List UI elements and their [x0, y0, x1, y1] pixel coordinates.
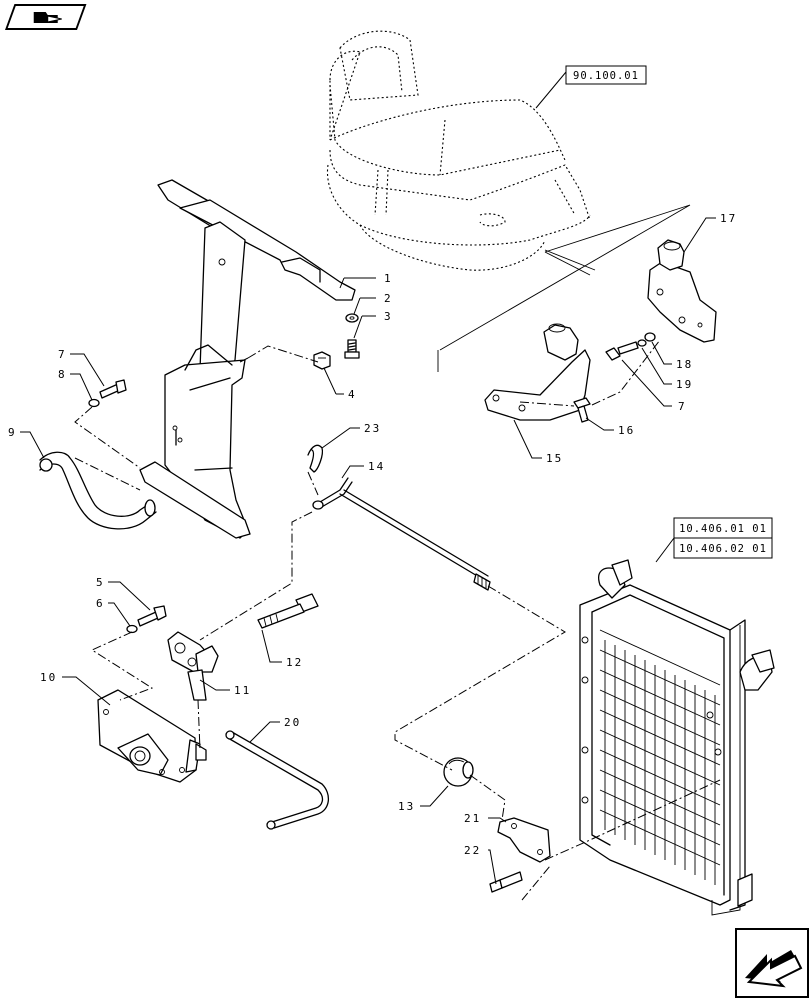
callout-2: 2	[384, 292, 393, 305]
latch-10	[97, 689, 207, 783]
nut-4	[313, 351, 331, 370]
callout-3: 3	[384, 310, 393, 323]
washer-6	[126, 624, 138, 634]
ref-box-10-406-02-01[interactable]: 10.406.02 01	[673, 537, 773, 559]
section-divider-2	[544, 251, 591, 276]
washer-19	[637, 339, 647, 347]
knob-13	[443, 757, 474, 787]
folder-nav-button[interactable]	[5, 4, 87, 30]
bolt-7-left	[99, 379, 127, 399]
callout-10: 10	[40, 671, 57, 684]
bracket-17	[647, 239, 717, 343]
tool-20	[225, 730, 329, 830]
center-lines	[74, 339, 721, 901]
next-page-arrow-icon	[745, 950, 803, 988]
callout-7-left: 7	[58, 348, 67, 361]
callout-18: 18	[676, 358, 693, 371]
bolt-3	[344, 339, 360, 359]
striker-11	[167, 631, 219, 701]
ref-box-10-406-01-01[interactable]: 10.406.01 01	[673, 517, 773, 539]
seat-phantom	[326, 30, 591, 271]
callout-5: 5	[96, 576, 105, 589]
callout-4: 4	[348, 388, 357, 401]
radiator-phantom	[579, 559, 775, 916]
support-bracket	[139, 179, 356, 539]
callout-23: 23	[364, 422, 381, 435]
ref-box-90-100-01[interactable]: 90.100.01	[565, 65, 647, 85]
hose-9	[39, 451, 157, 530]
callout-9: 9	[8, 426, 17, 439]
bracket-21	[497, 817, 551, 863]
folder-arrow-icon	[33, 12, 62, 23]
bolt-16	[573, 397, 591, 423]
callout-1: 1	[384, 272, 393, 285]
callout-11: 11	[234, 684, 251, 697]
callout-14: 14	[368, 460, 385, 473]
svg-text:10.406.01 01: 10.406.01 01	[679, 523, 767, 535]
callout-20: 20	[284, 716, 301, 729]
callout-15: 15	[546, 452, 563, 465]
washer-2	[345, 313, 359, 323]
leader-lines	[20, 71, 716, 885]
callout-8: 8	[58, 368, 67, 381]
bolt-22	[489, 871, 523, 893]
callout-6: 6	[96, 597, 105, 610]
pin-23	[307, 444, 324, 473]
rod-14	[312, 477, 491, 591]
callout-17: 17	[720, 212, 737, 225]
callout-12: 12	[286, 656, 303, 669]
callout-19: 19	[676, 378, 693, 391]
callout-21: 21	[464, 812, 481, 825]
washer-18	[644, 332, 656, 342]
callout-labels: 1 2 3 4 5 6 7 7 8 9 10 11 12 13 14 15 16…	[8, 212, 737, 857]
next-page-button[interactable]	[735, 928, 809, 998]
washer-8	[88, 398, 100, 408]
bracket-15	[484, 323, 591, 421]
callout-22: 22	[464, 844, 481, 857]
bolt-7-right	[605, 341, 639, 361]
callout-13: 13	[398, 800, 415, 813]
callout-16: 16	[618, 424, 635, 437]
section-divider	[437, 204, 691, 372]
svg-text:10.406.02 01: 10.406.02 01	[679, 543, 767, 555]
bolt-12	[257, 593, 319, 629]
callout-7-right: 7	[678, 400, 687, 413]
screw-5	[137, 605, 167, 627]
svg-text:90.100.01: 90.100.01	[573, 70, 639, 82]
